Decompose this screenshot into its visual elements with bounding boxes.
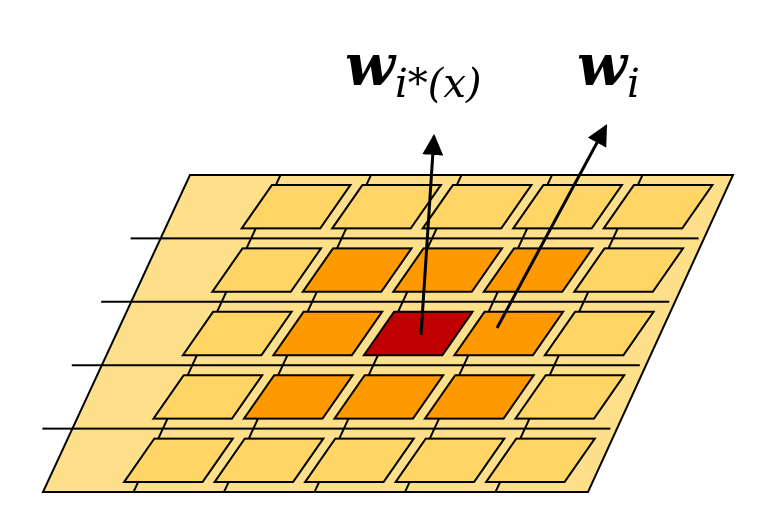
neuron-weight-label: wi [577, 31, 640, 107]
neuron-cell [122, 437, 235, 483]
neuron-cell [242, 374, 355, 420]
neuron-cell [601, 184, 715, 230]
neuron-cell [300, 247, 414, 293]
neuron-cell [303, 437, 416, 483]
neuron-cell [239, 184, 353, 230]
neuron-cell [151, 374, 265, 420]
neuron-cell [511, 184, 624, 230]
neuron-cell [332, 374, 446, 420]
neuron-cell [393, 437, 507, 483]
neuron-cell [330, 184, 443, 230]
winner-arrow [419, 133, 444, 336]
neuron-cell [271, 310, 385, 357]
neuron-cell [212, 437, 326, 483]
neuron-cell [572, 247, 685, 293]
neuron-cell [180, 310, 294, 357]
winner-weight-label: wi*(x) [345, 31, 482, 107]
neuron-cells [122, 184, 715, 483]
neuron-cell [423, 374, 536, 420]
neuron-cell [484, 437, 597, 483]
neuron-cell [542, 310, 656, 357]
neuron-cell [420, 184, 534, 230]
winner-neuron-cell [361, 310, 475, 357]
neuron-cell [481, 247, 595, 293]
weight-arrows [419, 124, 608, 336]
neuron-arrow [495, 124, 608, 329]
neuron-cell [452, 310, 566, 357]
neuron-cell [210, 247, 323, 293]
neuron-cell [391, 247, 504, 293]
neuron-cell [513, 374, 627, 420]
